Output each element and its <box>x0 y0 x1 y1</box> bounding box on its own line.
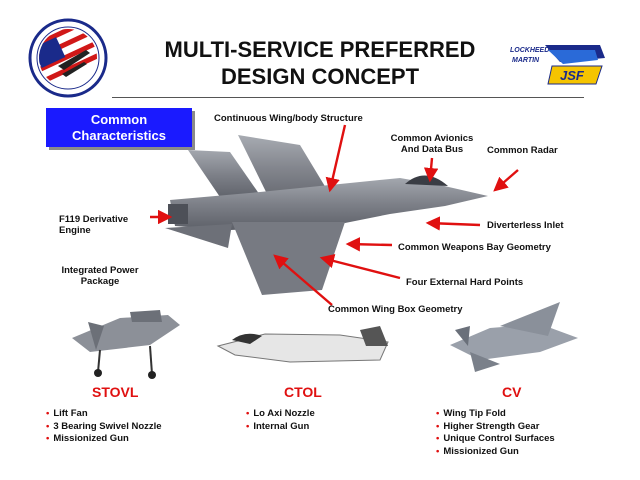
variant-cv-name: CV <box>502 384 522 400</box>
list-item: Unique Control Surfaces <box>436 433 554 446</box>
stovl-feature-list: Lift Fan 3 Bearing Swivel Nozzle Mission… <box>46 408 162 446</box>
callout-engine-line-1: F119 Derivative <box>59 214 129 225</box>
variant-stovl-title: STOVL <box>92 384 138 402</box>
list-item: Higher Strength Gear <box>436 421 555 434</box>
callout-avionics-line-1: Common Avionics <box>390 133 474 144</box>
title-line-1: MULTI-SERVICE PREFERRED <box>164 37 476 62</box>
list-item: Missionized Gun <box>436 446 555 459</box>
callout-f119-engine: F119 Derivative Engine <box>59 214 128 236</box>
ctol-jet-icon <box>216 326 389 363</box>
list-item: Internal Gun <box>246 421 315 434</box>
callout-continuous-wing: Continuous Wing/body Structure <box>214 113 363 124</box>
callout-integrated-power: Integrated Power Package <box>57 265 143 287</box>
list-item: Wing Tip Fold <box>436 408 555 421</box>
list-item: Missionized Gun <box>46 433 162 446</box>
list-item: Lo Axi Nozzle <box>246 408 314 421</box>
callout-common-avionics: Common Avionics And Data Bus <box>385 133 479 155</box>
callout-wing-box: Common Wing Box Geometry <box>328 304 463 315</box>
common-characteristics-box: Common Characteristics <box>46 108 192 147</box>
variant-ctol-name: CTOL <box>284 384 322 400</box>
variant-cv-title: CV <box>502 384 521 402</box>
title-line-2: DESIGN CONCEPT <box>220 64 420 89</box>
callout-weapons-bay: Common Weapons Bay Geometry <box>398 242 551 253</box>
title-divider <box>112 97 584 98</box>
variant-stovl-name: STOVL <box>92 384 139 400</box>
cv-jet-icon <box>450 302 578 372</box>
cv-feature-list: Wing Tip Fold Higher Strength Gear Uniqu… <box>436 408 555 459</box>
stovl-jet-icon <box>72 310 180 379</box>
svg-text:JSF: JSF <box>560 68 585 83</box>
callout-power-line-2: Package <box>80 276 120 287</box>
variant-ctol-title: CTOL <box>284 384 322 402</box>
page-title: MULTI-SERVICE PREFERRED DESIGN CONCEPT <box>110 36 530 90</box>
list-item: 3 Bearing Swivel Nozzle <box>46 421 161 434</box>
callout-hard-points: Four External Hard Points <box>406 277 524 288</box>
callout-engine-line-2: Engine <box>59 225 91 236</box>
callout-diverterless-inlet: Diverterless Inlet <box>487 220 564 231</box>
common-box-line-2: Characteristics <box>72 127 166 143</box>
callout-avionics-line-2: And Data Bus <box>400 144 464 155</box>
ctol-feature-list: Lo Axi Nozzle Internal Gun <box>246 408 315 434</box>
common-box-line-1: Common <box>90 111 148 127</box>
callout-common-radar: Common Radar <box>487 145 558 156</box>
list-item: Lift Fan <box>46 408 162 421</box>
callout-power-line-1: Integrated Power <box>61 265 139 276</box>
